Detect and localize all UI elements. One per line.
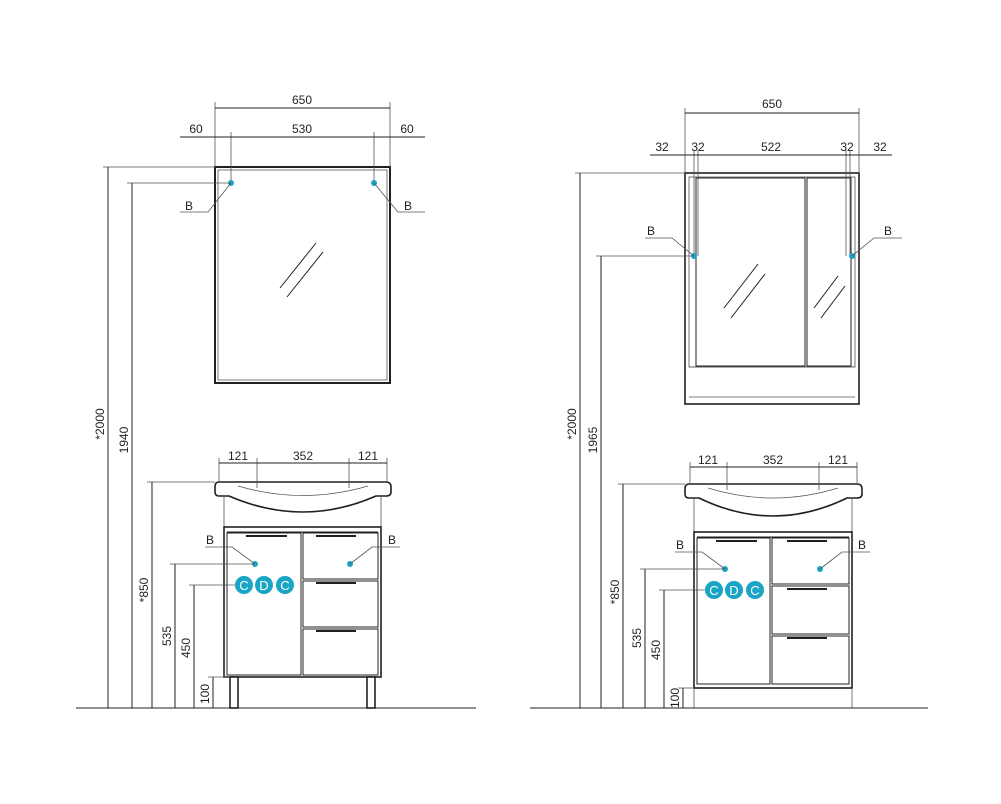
right-side-glare-1 bbox=[813, 275, 839, 309]
badge-d bbox=[725, 581, 743, 599]
left-mirror-glare-2 bbox=[286, 251, 324, 298]
badge-c bbox=[705, 581, 723, 599]
badge-d bbox=[255, 576, 273, 594]
dim-height-mirror-points: 1965 bbox=[586, 426, 600, 453]
dim-height-total: *2000 bbox=[93, 408, 107, 440]
dim-cabinet-right: 121 bbox=[358, 449, 378, 463]
dim-mirror-side-3: 32 bbox=[840, 140, 854, 154]
leader-line bbox=[349, 546, 400, 565]
dim-cabinet-right: 121 bbox=[828, 453, 848, 467]
dim-mirror-side-4: 32 bbox=[873, 140, 887, 154]
dim-mirror-width: 650 bbox=[762, 97, 782, 111]
left-door bbox=[226, 532, 302, 676]
leader-line bbox=[851, 237, 902, 257]
dim-mirror-side-right: 60 bbox=[400, 122, 414, 136]
badge-c bbox=[746, 581, 764, 599]
right-side-glare-2 bbox=[820, 285, 846, 319]
right-variant: 650 32 32 522 32 32 B B bbox=[530, 97, 928, 709]
dim-height-total: *2000 bbox=[565, 408, 579, 440]
dim-height-basin: *850 bbox=[608, 579, 622, 604]
leader-line bbox=[205, 546, 256, 565]
left-mirror-dims: 650 60 530 60 bbox=[180, 93, 425, 183]
dim-mirror-span: 530 bbox=[292, 122, 312, 136]
badge-c bbox=[235, 576, 253, 594]
right-cabinet-dims: 121 352 121 bbox=[689, 453, 858, 490]
right-cabinet-body bbox=[693, 531, 853, 689]
leader-line bbox=[675, 551, 726, 570]
right-height-dims: *2000 1965 *850 535 450 100 bbox=[565, 172, 725, 708]
dim-mirror-width: 650 bbox=[292, 93, 312, 107]
right-cabinet bbox=[684, 483, 863, 708]
dim-height-mirror-points: 1940 bbox=[117, 426, 131, 453]
label-b: B bbox=[388, 533, 396, 547]
right-basin bbox=[684, 483, 863, 517]
dim-height-basin: *850 bbox=[137, 577, 151, 602]
dim-mirror-span: 522 bbox=[761, 140, 781, 154]
dim-cabinet-span: 352 bbox=[293, 449, 313, 463]
right-door bbox=[696, 537, 771, 685]
right-mirror-glare-2 bbox=[730, 273, 766, 319]
leader-line bbox=[645, 237, 695, 257]
badge-c-text: C bbox=[709, 583, 718, 598]
label-b: B bbox=[884, 224, 892, 238]
dim-height-lower: 450 bbox=[649, 640, 663, 660]
left-variant: 650 60 530 60 B B bbox=[76, 93, 476, 709]
left-mirror-inner bbox=[217, 169, 388, 381]
right-drawer-3 bbox=[771, 635, 850, 685]
dim-height-lower: 450 bbox=[179, 638, 193, 658]
right-mirror-cabinet bbox=[684, 172, 860, 405]
left-cabinet bbox=[214, 481, 392, 709]
right-mirror-side-door bbox=[806, 177, 852, 367]
left-height-dims: *2000 1940 *850 535 450 100 bbox=[93, 166, 255, 708]
right-connection-badges: C D C bbox=[705, 581, 764, 599]
left-cabinet-dims: 121 352 121 bbox=[218, 449, 388, 488]
dim-cabinet-left: 121 bbox=[698, 453, 718, 467]
badge-d-text: D bbox=[259, 578, 268, 593]
left-drawer-1 bbox=[302, 532, 379, 580]
label-b: B bbox=[676, 538, 684, 552]
left-drawer-2 bbox=[302, 580, 379, 628]
leader-line bbox=[180, 182, 232, 213]
dim-mirror-side-1: 32 bbox=[655, 140, 669, 154]
label-b: B bbox=[858, 538, 866, 552]
right-mirror-dims: 650 32 32 522 32 32 bbox=[650, 97, 892, 256]
leader-line bbox=[373, 182, 425, 213]
label-b: B bbox=[185, 199, 193, 213]
dim-height-upper: 535 bbox=[160, 626, 174, 646]
badge-c-text: C bbox=[280, 578, 289, 593]
dim-cabinet-left: 121 bbox=[228, 449, 248, 463]
leg bbox=[366, 676, 376, 709]
left-drawer-3 bbox=[302, 628, 379, 676]
left-basin bbox=[214, 481, 392, 513]
right-drawer-2 bbox=[771, 585, 850, 635]
badge-c-text: C bbox=[750, 583, 759, 598]
dim-height-legs: 100 bbox=[668, 688, 682, 708]
right-mirror-frame bbox=[684, 172, 860, 405]
right-mirror-door bbox=[695, 177, 806, 367]
dim-height-legs: 100 bbox=[198, 684, 212, 704]
leader-line bbox=[819, 551, 870, 570]
badge-d-text: D bbox=[729, 583, 738, 598]
left-mirror-glare-1 bbox=[279, 242, 317, 289]
right-drawer-1 bbox=[771, 537, 850, 585]
dim-mirror-side-left: 60 bbox=[189, 122, 203, 136]
left-connection-badges: C D C bbox=[235, 576, 294, 594]
left-mirror-frame bbox=[214, 166, 391, 384]
leg bbox=[229, 676, 239, 709]
label-b: B bbox=[647, 224, 655, 238]
right-mirror-glare-1 bbox=[723, 263, 759, 309]
label-b: B bbox=[206, 533, 214, 547]
left-mirror bbox=[214, 166, 391, 384]
dim-height-upper: 535 bbox=[630, 628, 644, 648]
left-basin-bowl bbox=[237, 485, 369, 496]
badge-c-text: C bbox=[239, 578, 248, 593]
dim-cabinet-span: 352 bbox=[763, 453, 783, 467]
label-b: B bbox=[404, 199, 412, 213]
right-basin-bowl bbox=[707, 487, 839, 499]
dim-mirror-side-2: 32 bbox=[691, 140, 705, 154]
badge-c bbox=[276, 576, 294, 594]
